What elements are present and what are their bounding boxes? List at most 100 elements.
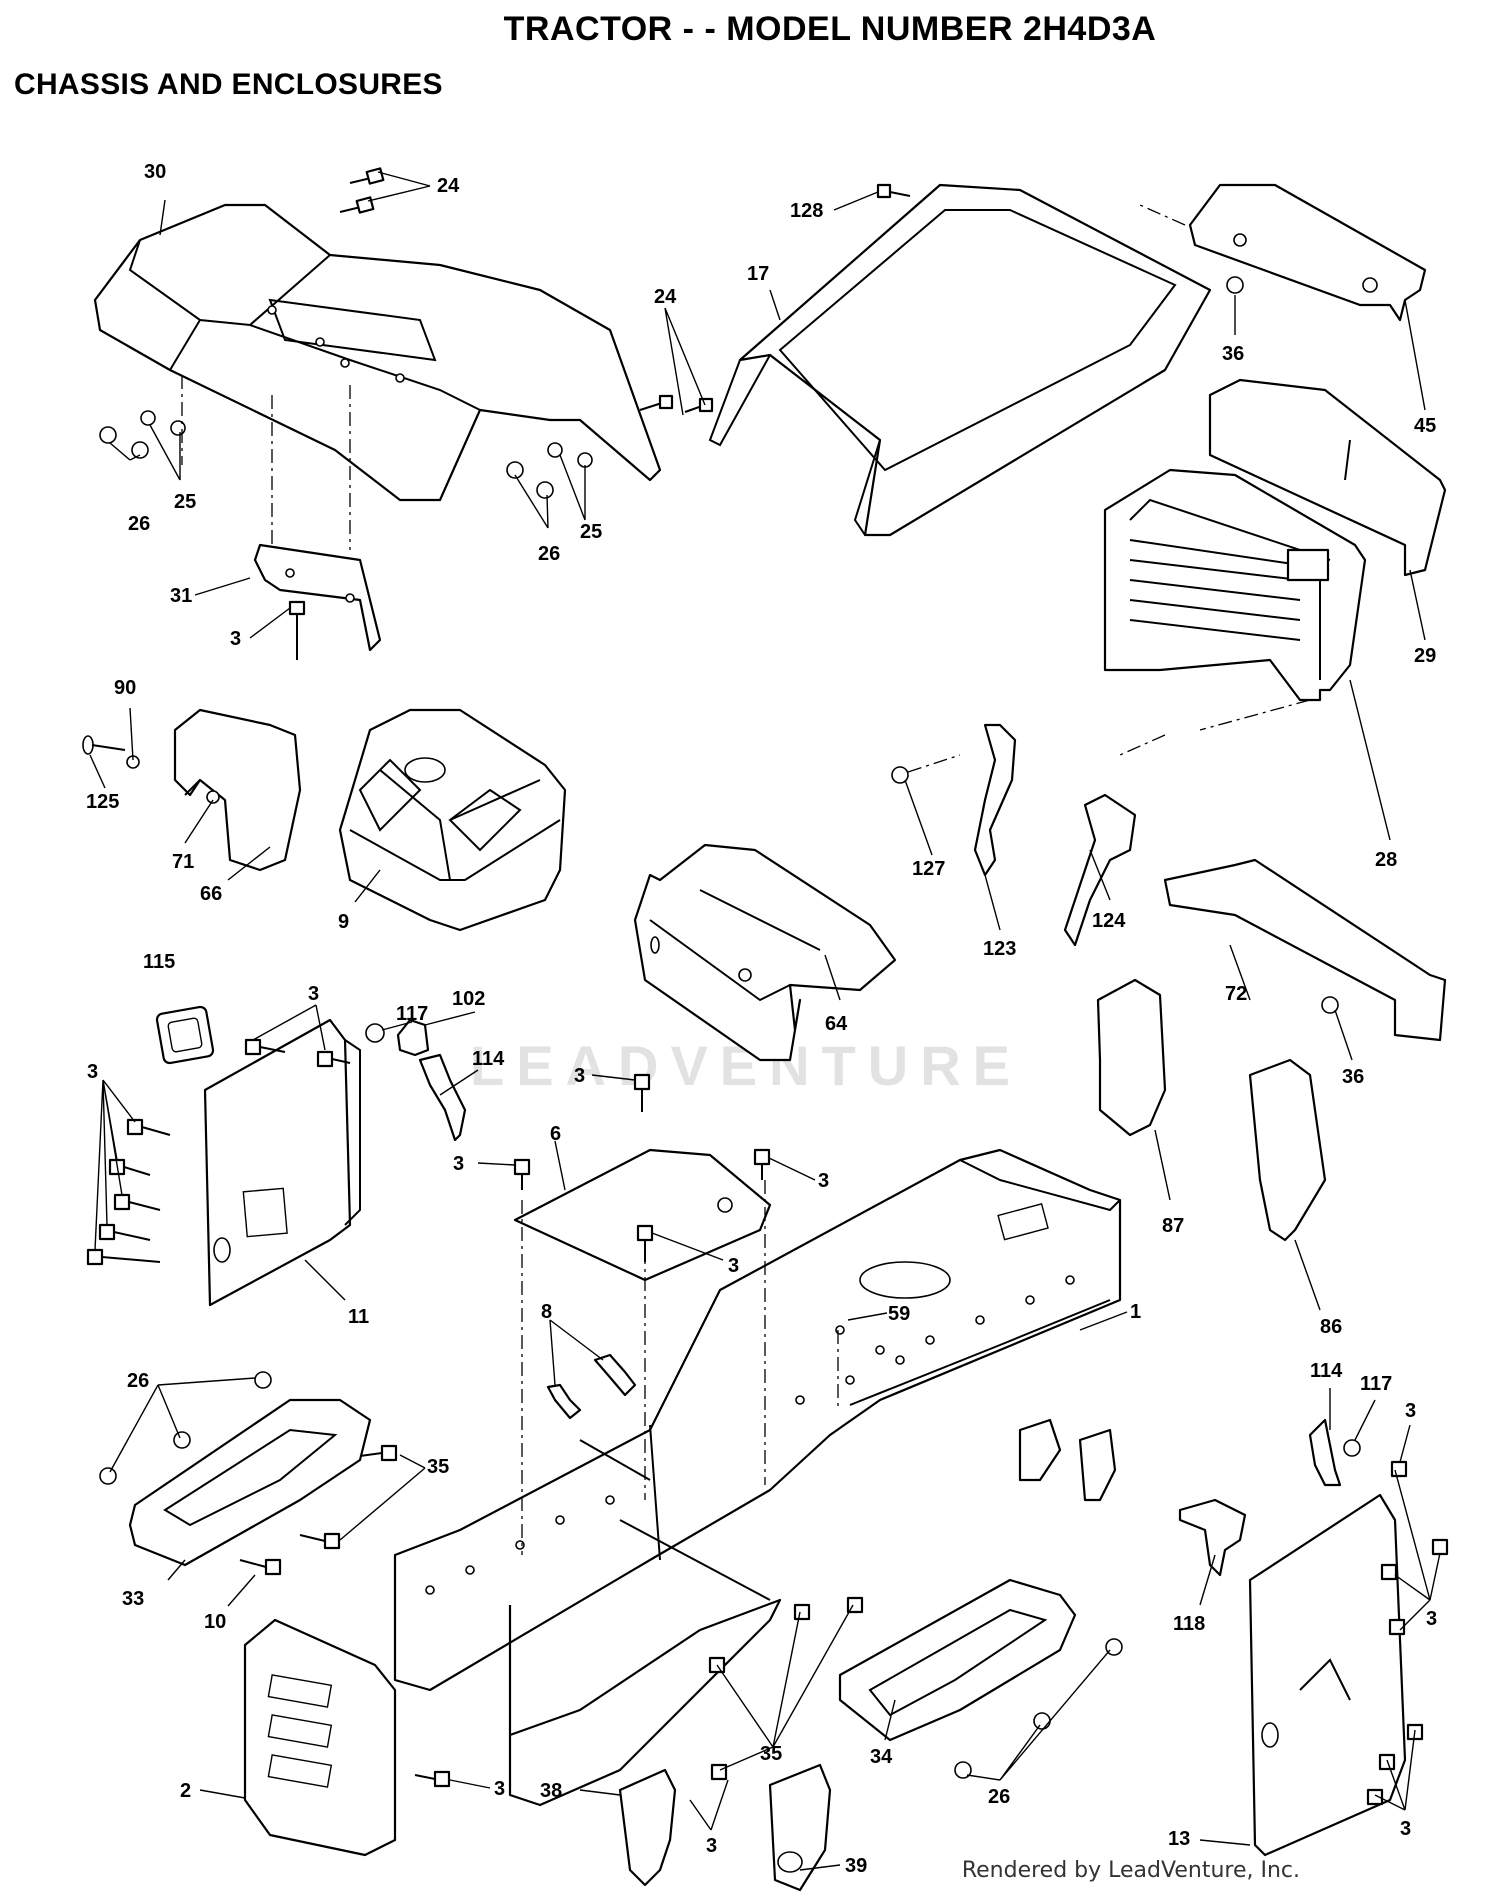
bolts-3-top-11 (244, 1038, 351, 1068)
part-115-boot (155, 1005, 215, 1065)
callout-114-right: 114 (1310, 1360, 1343, 1382)
part-33-footrest-left (128, 1398, 372, 1567)
callout-38: 38 (540, 1780, 562, 1802)
part-9-dash-console (338, 708, 567, 932)
callout-66: 66 (200, 883, 222, 905)
part-64-dash-support (633, 843, 897, 1062)
callout-71: 71 (172, 851, 194, 873)
bolts-3-around-6 (513, 1073, 771, 1262)
callout-39: 39 (845, 1855, 867, 1877)
callout-35-left: 35 (427, 1456, 449, 1478)
callout-114-left: 114 (472, 1048, 505, 1070)
callout-86: 86 (1320, 1316, 1342, 1338)
callout-90: 90 (114, 677, 136, 699)
callout-10: 10 (204, 1611, 226, 1633)
bolt-3-at-2 (414, 1770, 451, 1788)
bolts-35-left (299, 1444, 398, 1550)
nut-71 (206, 790, 220, 804)
nut-36-top (1226, 276, 1244, 294)
part-72-support-bar (1163, 858, 1447, 1042)
callout-87: 87 (1162, 1215, 1184, 1237)
callout-3-top-6: 3 (574, 1065, 585, 1087)
callout-3-top-right: 3 (1405, 1400, 1416, 1422)
part-87-side-panel (1096, 978, 1167, 1137)
nut-36-lower (1321, 996, 1339, 1014)
callout-26-footrest-right: 26 (988, 1786, 1010, 1808)
bolt-24-top (339, 167, 385, 214)
callout-3-left-group: 3 (87, 1061, 98, 1083)
diagram-subtitle: CHASSIS AND ENCLOSURES (14, 68, 443, 101)
callout-26-right: 26 (538, 543, 560, 565)
callout-26-left: 26 (128, 513, 150, 535)
nuts-26-left (99, 1371, 272, 1485)
callout-127: 127 (912, 858, 945, 880)
callout-3-at-31: 3 (230, 628, 241, 650)
leader-lines (89, 171, 1441, 1871)
part-17-hood (708, 183, 1212, 537)
callout-11: 11 (348, 1306, 369, 1328)
part-1-frame (393, 1148, 1122, 1807)
callout-33: 33 (122, 1588, 144, 1610)
callout-29: 29 (1414, 645, 1436, 667)
callout-3-bottom-right: 3 (1400, 1818, 1411, 1840)
nut-127 (891, 766, 909, 784)
part-45-hood-bracket (1188, 183, 1427, 322)
callout-3-at-11: 3 (308, 983, 319, 1005)
render-credit: Rendered by LeadVenture, Inc. (961, 1858, 1300, 1883)
callout-3-left-6: 3 (453, 1153, 464, 1175)
callout-64: 64 (825, 1013, 848, 1035)
callout-117-right: 117 (1360, 1373, 1392, 1395)
callout-118: 118 (1173, 1613, 1205, 1635)
diagram-title: TRACTOR - - MODEL NUMBER 2H4D3A (503, 10, 1157, 48)
callout-34: 34 (870, 1746, 893, 1768)
callout-117-left: 117 (396, 1003, 428, 1025)
part-124-bracket (1063, 793, 1137, 947)
callout-13: 13 (1168, 1828, 1190, 1850)
callout-labels: 30 24 24 25 26 25 26 31 3 128 17 36 45 2… (86, 161, 1437, 1877)
part-13-side-panel (1248, 1493, 1407, 1857)
fastener-set-25-26-right (506, 442, 593, 499)
callout-59: 59 (888, 1303, 910, 1325)
callout-3-bottom-6: 3 (728, 1255, 739, 1277)
bolt-10 (239, 1558, 282, 1576)
part-66-plate (173, 708, 302, 872)
callout-2: 2 (180, 1780, 191, 1802)
callout-26-footrest-left: 26 (127, 1370, 149, 1392)
callout-31: 31 (170, 585, 192, 607)
part-114-bracket (418, 1053, 467, 1142)
part-34-footrest-right (838, 1578, 1077, 1742)
part-29-grille-panel (1208, 378, 1447, 577)
part-118-bracket (1178, 1498, 1247, 1577)
part-8-clips (546, 1353, 637, 1420)
callout-35-right: 35 (760, 1743, 782, 1765)
callout-36-top: 36 (1222, 343, 1244, 365)
washer-117-right (1343, 1439, 1361, 1457)
callout-9: 9 (338, 911, 349, 933)
part-123-bracket (973, 723, 1017, 877)
callout-1: 1 (1130, 1301, 1141, 1323)
part-114-right-bracket (1308, 1418, 1342, 1487)
bolt-3-under-31 (288, 600, 306, 660)
part-38-bracket (618, 1768, 677, 1887)
callout-28: 28 (1375, 849, 1397, 871)
callout-125: 125 (86, 791, 119, 813)
callout-24-right: 24 (654, 286, 677, 308)
fastener-set-25-26-left (99, 410, 186, 459)
callout-25-left: 25 (174, 491, 196, 513)
callout-30: 30 (144, 161, 166, 183)
callout-8: 8 (541, 1301, 552, 1323)
callout-3-right-group: 3 (1426, 1608, 1437, 1630)
part-39-bracket (768, 1763, 832, 1892)
washer-117 (365, 1023, 385, 1043)
part-86-side-panel (1248, 1058, 1327, 1242)
bolt-125 (82, 735, 140, 769)
part-102-clip (396, 1018, 430, 1057)
callout-123: 123 (983, 938, 1016, 960)
callout-25-right: 25 (580, 521, 602, 543)
part-28-grille (1103, 468, 1367, 702)
callout-102: 102 (452, 988, 485, 1010)
callout-128: 128 (790, 200, 823, 222)
callout-3-right-6: 3 (818, 1170, 829, 1192)
callout-36-lower: 36 (1342, 1066, 1364, 1088)
part-30-rear-fender (93, 203, 662, 502)
